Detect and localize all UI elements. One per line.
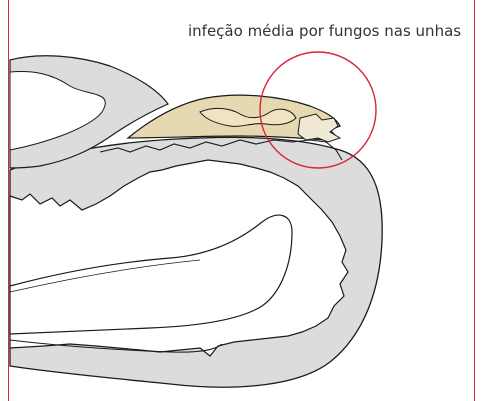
- infection-area-circle: [259, 51, 377, 169]
- nail-tip-debris: [297, 113, 342, 143]
- diagram-caption: infeção média por fungos nas unhas: [188, 22, 462, 40]
- frame-left-line: [8, 0, 9, 401]
- nail-bed: [99, 139, 343, 161]
- infection-lesion: [199, 107, 297, 127]
- lower-tissue-band: [9, 339, 223, 353]
- frame-right-line: [474, 0, 475, 401]
- bone-inner-line: [9, 259, 201, 293]
- cuticle-inner: [9, 71, 106, 151]
- distal-bone: [9, 214, 293, 335]
